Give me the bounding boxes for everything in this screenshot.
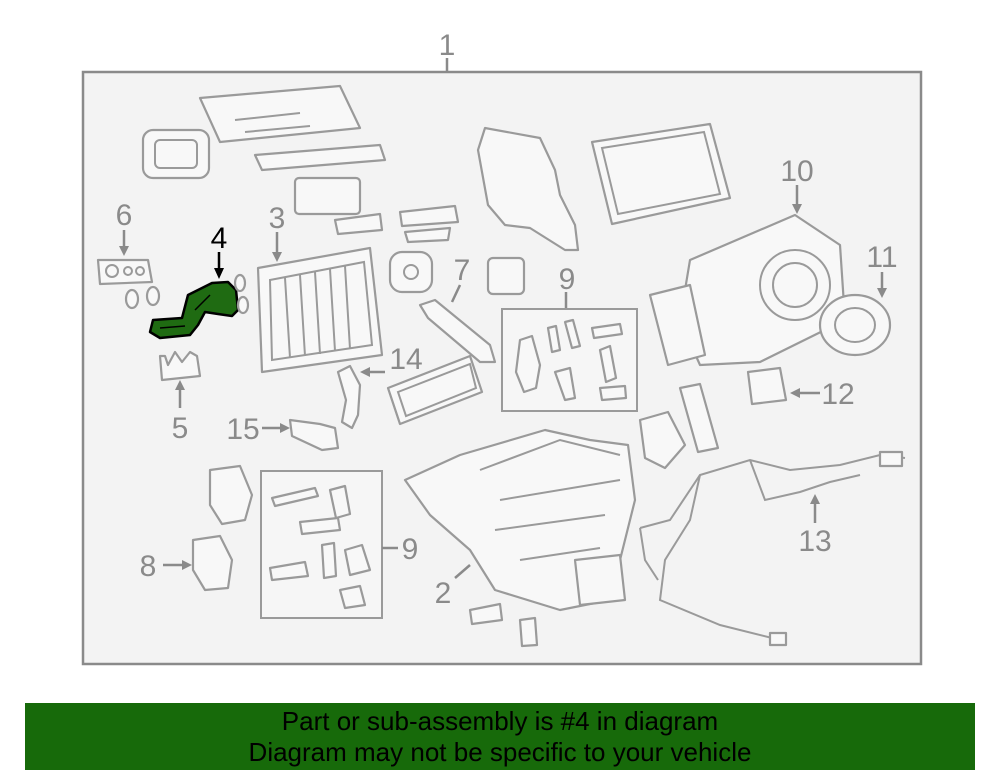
callout-4: 4 [211, 222, 228, 255]
part-13-wiring-harness [639, 450, 906, 647]
callout-12: 12 [821, 378, 854, 411]
callout-3: 3 [269, 202, 286, 235]
part-10-blower-housing [648, 213, 847, 367]
callout-6: 6 [116, 199, 133, 232]
callout-7: 7 [454, 254, 471, 287]
part-duct-panels [141, 84, 460, 294]
leader-lines [119, 185, 887, 579]
part-14-hose [336, 364, 362, 430]
part-actuator-small [486, 256, 526, 296]
callout-13: 13 [798, 525, 831, 558]
callout-9-upper: 9 [559, 263, 576, 296]
part-filter-cover [476, 126, 580, 252]
callout-10: 10 [780, 155, 813, 188]
callout-14: 14 [389, 343, 422, 376]
banner-line-1: Part or sub-assembly is #4 in diagram [281, 706, 719, 736]
callout-11: 11 [866, 241, 897, 274]
banner-line-2: Diagram may not be specific to your vehi… [248, 737, 752, 767]
part-6-expansion-valve [96, 258, 161, 310]
callout-8: 8 [140, 550, 157, 583]
part-8-actuator [191, 464, 254, 592]
part-11-blower-motor [818, 293, 892, 357]
callout-15: 15 [226, 413, 259, 446]
part-15-sensor [288, 418, 340, 452]
part-9-kit-links-lower [268, 484, 372, 610]
part-9-kit-links-upper [514, 318, 628, 402]
callout-1: 1 [439, 29, 456, 62]
part-air-filter [590, 122, 732, 226]
part-7-heater-core [386, 298, 497, 426]
part-2-hvac-case [403, 428, 637, 648]
part-12-resistor [746, 366, 788, 406]
part-5-bracket [158, 350, 202, 382]
callout-2: 2 [435, 577, 452, 610]
part-info-banner: Part or sub-assembly is #4 in diagram Di… [25, 703, 975, 770]
callout-9-lower: 9 [402, 533, 419, 566]
callout-5: 5 [172, 412, 189, 445]
part-4-evaporator-tube [148, 273, 250, 340]
part-actuator-mid [638, 410, 687, 470]
part-3-evaporator [256, 246, 384, 374]
part-seal-strip [678, 382, 720, 454]
